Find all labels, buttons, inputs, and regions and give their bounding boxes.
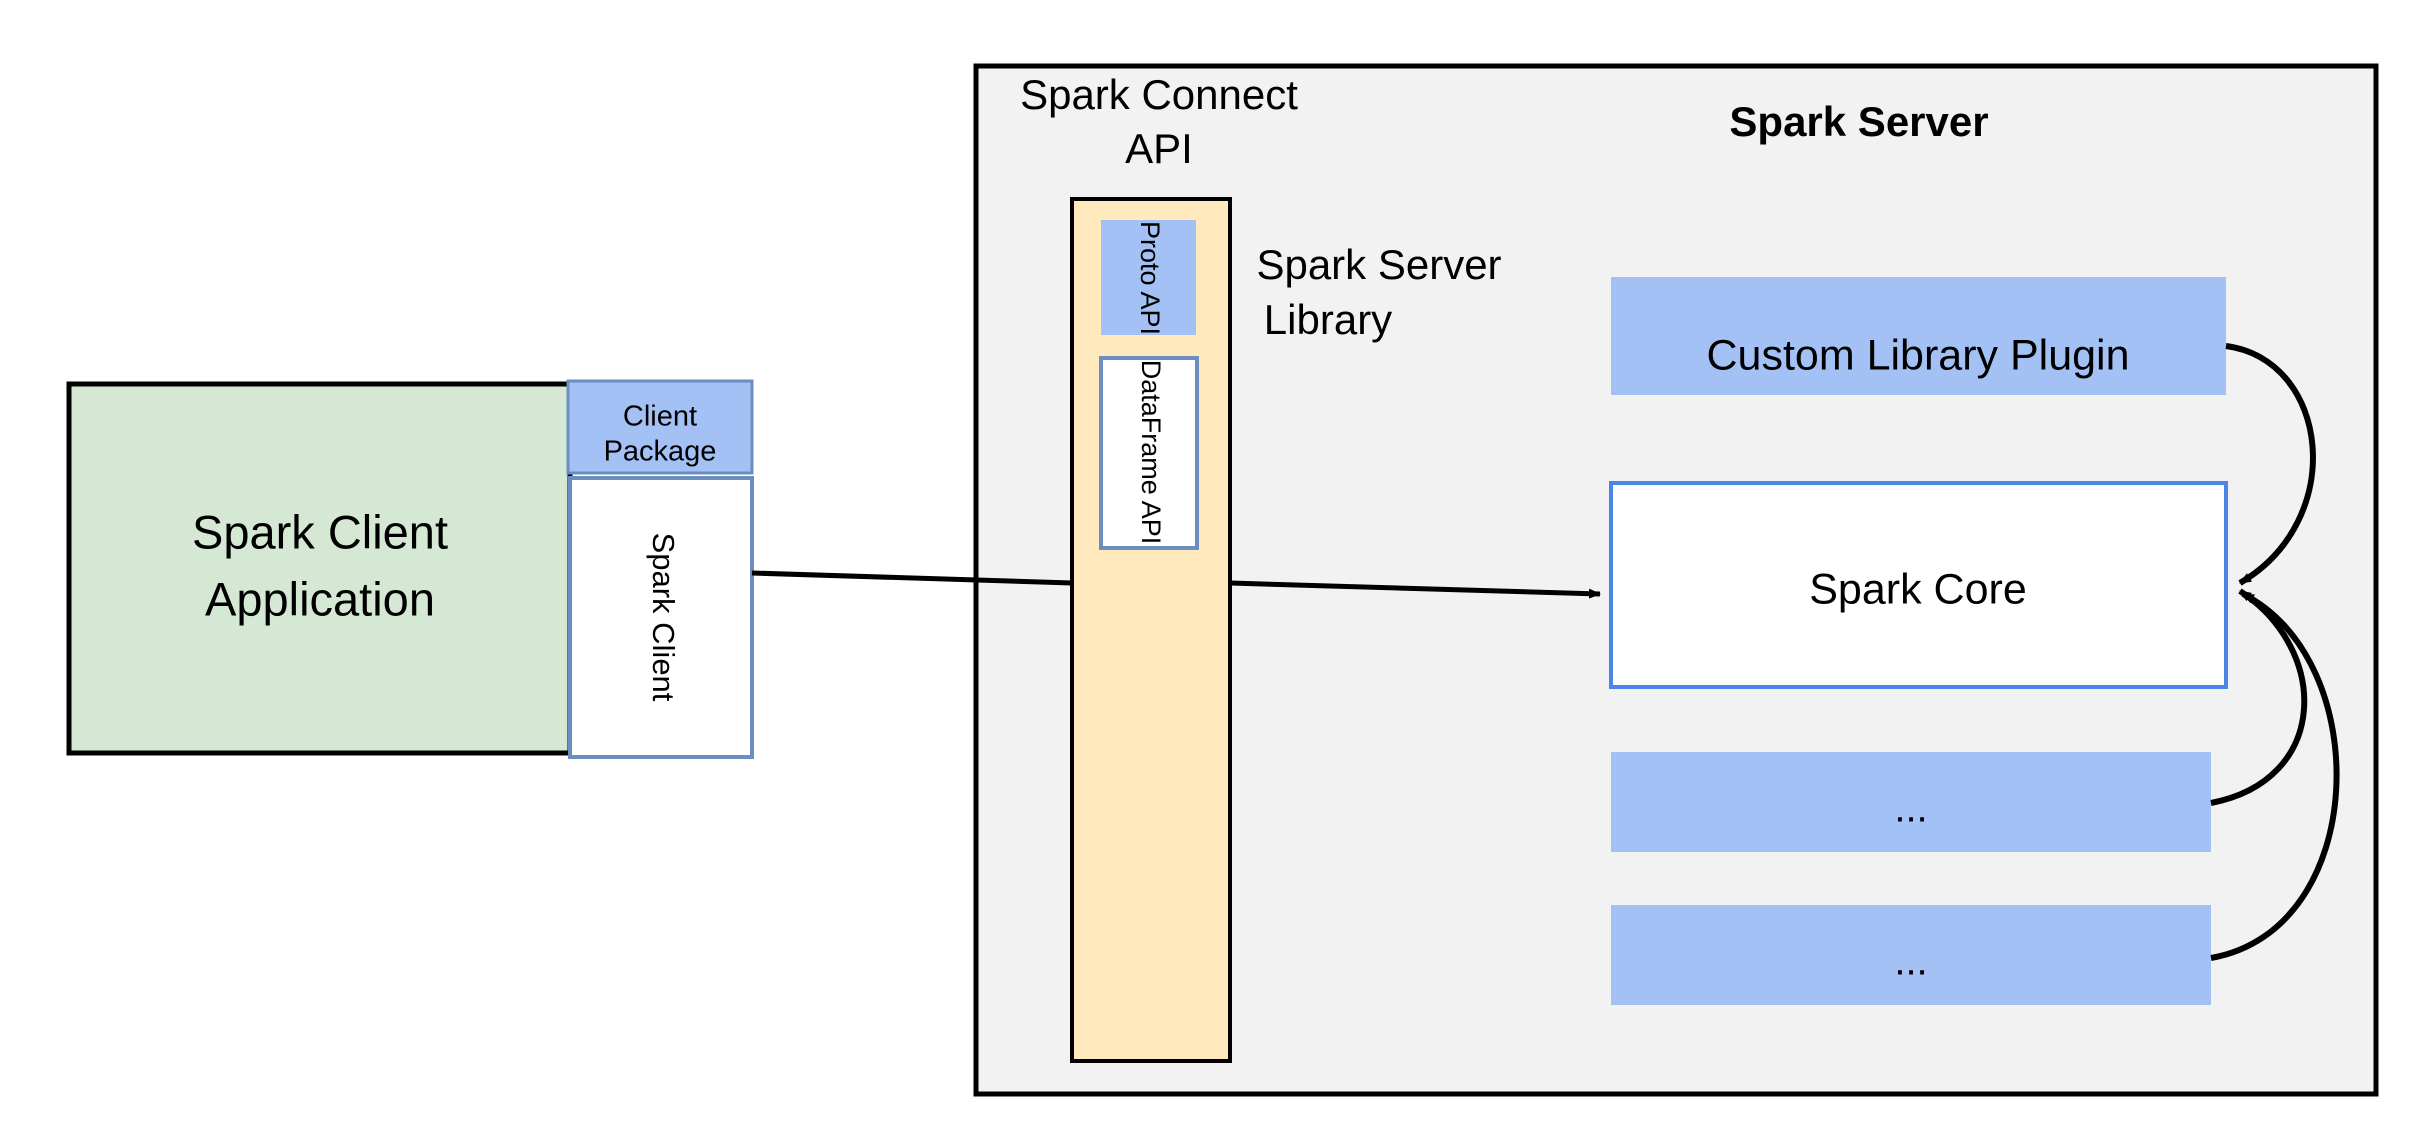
client-package-label-line2: Package: [604, 436, 717, 468]
dataframe-api-box[interactable]: [1099, 356, 1199, 550]
spark-connect-api-column: [1070, 197, 1232, 1063]
spark-client-box[interactable]: [568, 476, 754, 759]
arrow-ellipsis-2-to-spark-core: [2210, 591, 2340, 961]
spark-server-title: Spark Server: [1729, 98, 1988, 145]
spark-client-application-label-line2: Application: [205, 572, 435, 625]
custom-library-plugin-label: Custom Library Plugin: [1706, 331, 2129, 379]
spark-client-application-label-line1: Spark Client: [192, 505, 448, 558]
proto-api-label: Proto API: [1135, 221, 1165, 335]
ellipsis-label-2: ...: [1894, 940, 1927, 984]
dataframe-api-label: DataFrame API: [1136, 360, 1166, 545]
proto-api-box[interactable]: [1101, 220, 1196, 335]
ellipsis-box-2[interactable]: [1611, 905, 2211, 1005]
spark-client-label: Spark Client: [646, 533, 681, 702]
spark-client-application-box[interactable]: [66, 381, 573, 756]
ellipsis-label-1: ...: [1894, 787, 1927, 831]
spark-connect-api-label-line1: Spark Connect: [1020, 71, 1298, 118]
spark-server-library-label-line2: Library: [1264, 296, 1392, 343]
arrow-ellipsis-1-to-spark-core: [2210, 588, 2308, 806]
arrow-connect-api-to-spark-core: [1229, 580, 1601, 599]
arrow-client-to-connect-api: [751, 570, 1073, 586]
spark-core-box[interactable]: [1609, 481, 2228, 689]
client-package-label-line1: Client: [623, 401, 697, 433]
ellipsis-box-1[interactable]: [1611, 752, 2211, 852]
arrow-custom-library-plugin-to-spark-core: [2225, 343, 2316, 586]
client-package-box[interactable]: [566, 379, 754, 475]
spark-connect-api-label-line2: API: [1125, 125, 1193, 172]
custom-library-plugin-box[interactable]: [1611, 277, 2226, 395]
spark-core-label: Spark Core: [1809, 565, 2026, 613]
spark-server-library-label-line1: Spark Server: [1256, 241, 1501, 288]
